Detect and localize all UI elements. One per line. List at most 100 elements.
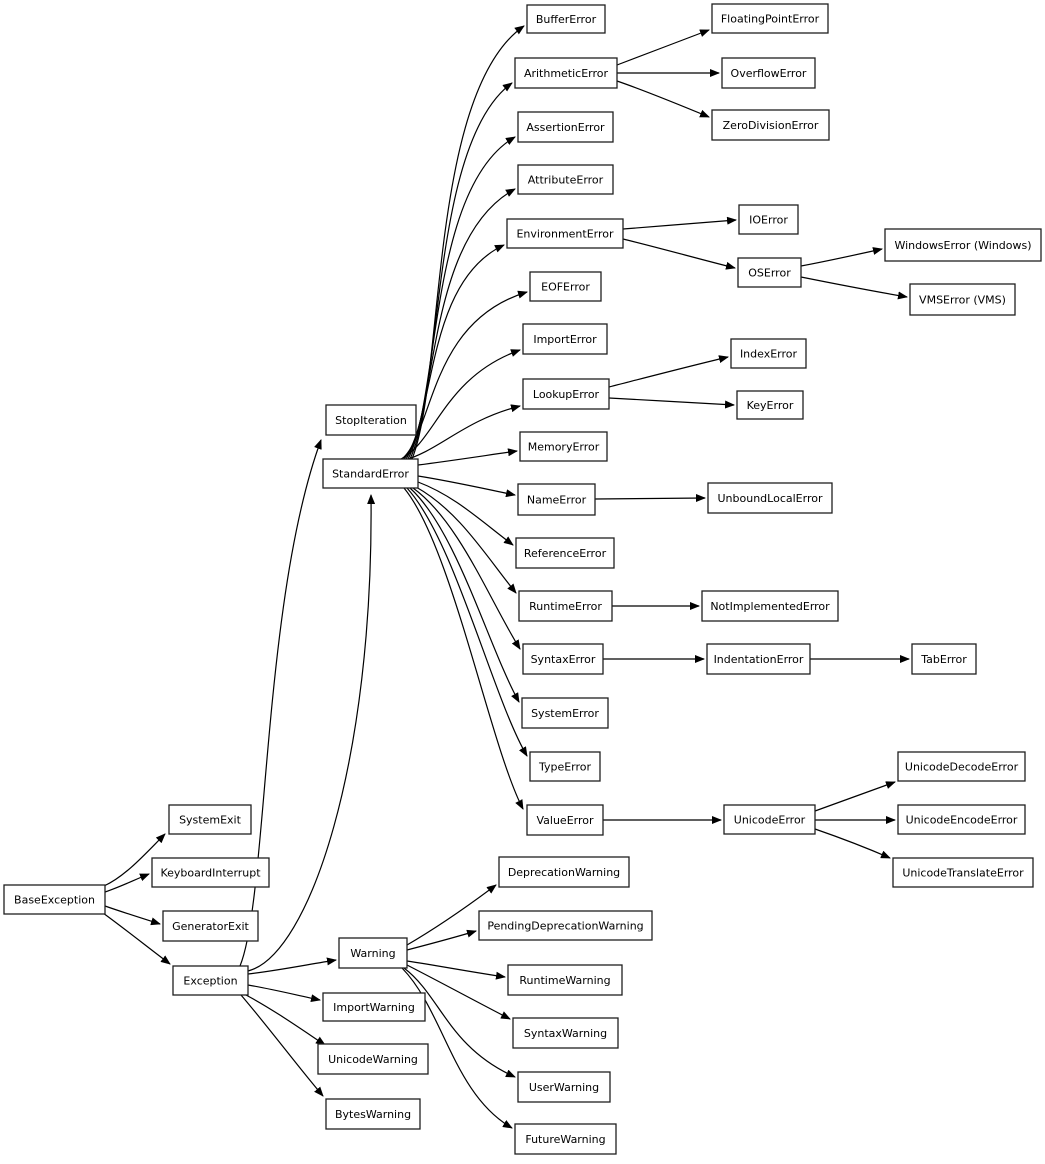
edge-os-error-to-windows-error (800, 247, 883, 267)
node-box-lookup-error (522, 378, 610, 410)
node-label-buffer-error: BufferError (536, 13, 597, 26)
node-label-attribute-error: AttributeError (528, 174, 604, 187)
edge-standard-error-to-reference-error (417, 481, 514, 546)
node-deprecation-warning: DeprecationWarning (498, 856, 630, 888)
edge-exception-to-import-warning (247, 984, 321, 1003)
node-assertion-error: AssertionError (517, 111, 614, 143)
node-box-zero-division-error (711, 109, 830, 141)
node-layer: BaseException SystemExitKeyboardInterrupt… (3, 3, 1042, 1155)
node-label-memory-error: MemoryError (528, 441, 600, 454)
node-label-os-error: OSError (748, 267, 791, 280)
node-buffer-error: BufferError (526, 4, 606, 34)
edge-name-error-to-unbound-local-error (594, 494, 706, 503)
node-box-os-error (737, 257, 802, 288)
node-label-syntax-warning: SyntaxWarning (524, 1027, 607, 1040)
node-box-tab-error (911, 643, 977, 675)
node-label-pending-deprecation-warning: PendingDeprecationWarning (487, 920, 643, 933)
edge-exception-to-warning (247, 957, 337, 975)
node-label-io-error: IOError (749, 214, 788, 227)
node-box-eof-error (529, 271, 602, 302)
node-pending-deprecation-warning: PendingDeprecationWarning (478, 910, 653, 941)
node-label-keyboard-interrupt: KeyboardInterrupt (160, 867, 261, 880)
node-box-stop-iteration (325, 404, 417, 436)
node-box-base-exception (3, 884, 106, 915)
node-label-deprecation-warning: DeprecationWarning (508, 866, 620, 879)
node-label-system-error: SystemError (531, 707, 599, 720)
edge-standard-error-to-name-error (417, 475, 516, 498)
node-label-zero-division-error: ZeroDivisionError (723, 119, 819, 132)
node-label-future-warning: FutureWarning (525, 1133, 605, 1146)
node-box-warning (338, 937, 408, 969)
node-overflow-error: OverflowError (721, 57, 816, 89)
edge-standard-error-to-type-error (406, 487, 528, 757)
node-box-exception (172, 965, 249, 996)
node-not-implemented-error: NotImplementedError (701, 590, 839, 622)
node-box-bytes-warning (325, 1098, 421, 1130)
node-box-system-error (521, 697, 609, 729)
edge-layer (102, 25, 910, 1129)
edge-arithmetic-error-to-floating-point-error (616, 29, 710, 66)
edge-standard-error-to-eof-error (401, 290, 528, 460)
node-box-index-error (730, 338, 807, 369)
node-label-generator-exit: GeneratorExit (172, 920, 249, 933)
node-label-arithmetic-error: ArithmeticError (524, 67, 609, 80)
edge-arithmetic-error-to-zero-division-error (616, 80, 710, 118)
node-box-memory-error (519, 431, 608, 462)
edge-exception-to-unicode-warning (245, 994, 326, 1046)
node-unicode-error: UnicodeError (723, 804, 816, 835)
node-label-not-implemented-error: NotImplementedError (710, 600, 830, 613)
node-base-exception: BaseException (3, 884, 106, 915)
node-box-arithmetic-error (514, 57, 618, 89)
node-box-deprecation-warning (498, 856, 630, 888)
node-label-environment-error: EnvironmentError (516, 228, 614, 241)
node-label-index-error: IndexError (740, 348, 798, 361)
node-label-unicode-translate-error: UnicodeTranslateError (902, 867, 1024, 880)
node-reference-error: ReferenceError (515, 537, 615, 569)
node-io-error: IOError (738, 204, 799, 235)
edge-unicode-error-to-unicode-decode-error (814, 781, 896, 812)
edge-unicode-error-to-unicode-translate-error (814, 828, 891, 859)
node-name-error: NameError (517, 483, 596, 516)
node-future-warning: FutureWarning (514, 1123, 617, 1155)
edge-standard-error-to-syntax-error (412, 487, 521, 650)
node-label-name-error: NameError (527, 494, 587, 507)
node-runtime-error: RuntimeError (518, 590, 613, 622)
node-box-unicode-decode-error (897, 751, 1026, 782)
edge-standard-error-to-system-error (409, 487, 520, 703)
node-box-generator-exit (162, 910, 259, 942)
node-box-environment-error (506, 218, 624, 249)
node-label-assertion-error: AssertionError (526, 121, 605, 134)
node-box-user-warning (517, 1071, 611, 1103)
node-user-warning: UserWarning (517, 1071, 611, 1103)
node-system-exit: SystemExit (168, 804, 252, 835)
edge-warning-to-pending-deprecation-warning (406, 929, 477, 951)
node-unicode-encode-error: UnicodeEncodeError (897, 804, 1026, 835)
node-label-syntax-error: SyntaxError (531, 653, 596, 666)
node-label-system-exit: SystemExit (179, 814, 242, 827)
node-value-error: ValueError (526, 804, 604, 836)
node-box-reference-error (515, 537, 615, 569)
node-label-unicode-warning: UnicodeWarning (328, 1053, 418, 1066)
node-os-error: OSError (737, 257, 802, 288)
node-label-floating-point-error: FloatingPointError (721, 13, 820, 26)
edge-lookup-error-to-index-error (608, 355, 729, 388)
edge-standard-error-to-runtime-error (415, 486, 517, 594)
edge-base-exception-to-system-exit (103, 833, 166, 887)
node-environment-error: EnvironmentError (506, 218, 624, 249)
node-box-standard-error (322, 458, 419, 489)
edge-standard-error-to-lookup-error (401, 404, 521, 462)
node-memory-error: MemoryError (519, 431, 608, 462)
node-label-bytes-warning: BytesWarning (335, 1108, 411, 1121)
node-eof-error: EOFError (529, 271, 602, 302)
edge-standard-error-to-memory-error (417, 448, 518, 466)
node-label-unicode-decode-error: UnicodeDecodeError (905, 761, 1019, 774)
node-box-unicode-encode-error (897, 804, 1026, 835)
node-windows-error: WindowsError (Windows) (884, 228, 1042, 262)
node-label-key-error: KeyError (747, 399, 794, 412)
node-label-unbound-local-error: UnboundLocalError (718, 492, 823, 505)
node-box-io-error (738, 204, 799, 235)
node-label-runtime-error: RuntimeError (529, 600, 602, 613)
edge-base-exception-to-keyboard-interrupt (104, 873, 150, 893)
node-label-user-warning: UserWarning (529, 1081, 599, 1094)
node-box-key-error (736, 390, 804, 420)
